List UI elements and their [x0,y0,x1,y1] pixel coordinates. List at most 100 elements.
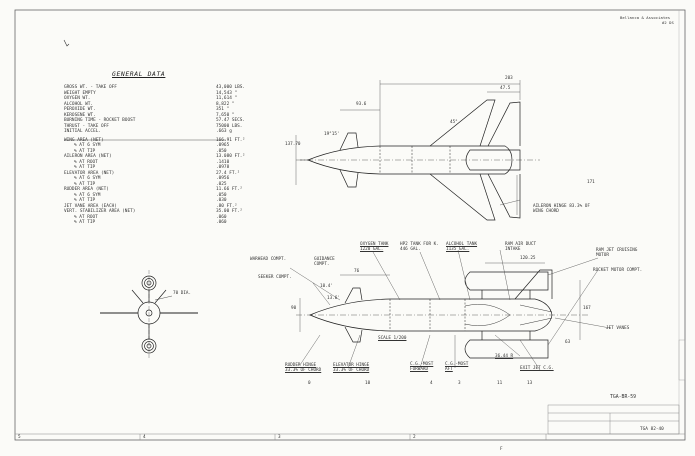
general-data-row: KEROSENE WT. 7,650 " [64,113,274,119]
general-data-label: PEROXIDE WT. [64,107,96,112]
general-data-row: WING AREA (NET)166.91 FT.² [64,138,274,144]
general-data-label: BURNING TIME - ROCKET BOOST [64,118,136,123]
sheet-border [14,9,686,441]
general-data-label: JET VANE AREA (EACH) [64,203,117,209]
general-data-row: ALCOHOL WT.8,822 " [64,102,274,108]
general-data-row: % AT ROOT .060 [64,215,274,221]
note-aileron-hinge: AILERON HINGE 83.3% OF WING CHORD [533,204,590,214]
dim-167: 167 [583,306,591,311]
general-data-value: 11,614 " [216,96,238,101]
general-data-value: .0956 [216,176,230,181]
general-data-row: % AT TIP.030 [64,198,274,204]
general-data-value: .0978 [216,165,230,170]
general-data-label: GROSS WT. - TAKE OFF [64,85,117,90]
general-data-label: AILERON AREA (NET) [64,154,112,159]
zone-number: 5 [18,435,21,440]
general-data-label: ALCOHOL WT. [64,101,94,107]
label-70-dia: 70 DIA. [173,291,192,296]
general-data-row: ELEVATOR AREA (NET) 27.4 FT.² [64,171,274,177]
general-data-row: % AT ROOT.1410 [64,160,274,166]
general-data-label: % AT TIP [74,181,96,187]
label-warhead: WARHEAD COMPT. [250,257,287,262]
front-view-missile [100,270,198,360]
label-ram-air-duct: RAM AIR DUCT INTAKE [505,242,537,252]
general-data-label: INITIAL ACCEL. [64,129,102,134]
general-data-label: KEROSENE WT. [64,112,96,118]
general-data-label: % AT TIP [74,220,96,225]
label-scale: SCALE 1/200 [378,336,407,341]
general-data-value: 13.080 FT.² [216,154,246,159]
station-mark: 11 [497,381,503,386]
general-data-row: % AT 6 SYM .0956 [64,176,274,182]
label-hp-tank: HP2 TANK FOR K. 446 GAL. [400,242,439,252]
general-data-value: 75000 LBS. [216,123,243,129]
general-data-row: % AT TIP .025 [64,182,274,188]
station-mark: 13 [527,381,533,386]
general-data-label: % AT TIP [74,165,96,170]
general-data-row: INITIAL ACCEL. .663 g [64,129,274,135]
dim-c: 171 [587,180,595,185]
label-jet-vanes: JET VANES [606,326,630,331]
station-mark: 0 [308,381,311,386]
general-data-value: 43,000 LBS. [216,85,246,90]
dim-b: 93.6 [356,102,367,107]
label-alcohol-tank: ALCOHOL TANK 1135 GAL. [446,242,478,252]
general-data-value: .0965 [216,143,230,148]
general-data-value: .060 [216,214,227,220]
general-data-value: 14,543 " [216,90,238,96]
general-data-row: WEIGHT EMPTY 14,543 " [64,91,274,97]
general-data-value: .060 [216,220,227,225]
general-data-label: VERT. STABILIZER AREA (NET) [64,209,136,214]
general-data-label: THRUST - TAKE OFF [64,123,109,129]
general-data-row: OXYGEN WT.11,614 " [64,96,274,102]
dim-76: 76 [354,269,360,274]
general-data-row: % AT TIP .0978 [64,165,274,171]
general-data-label: ELEVATOR AREA (NET) [64,170,115,176]
bottom-mark: F [500,447,503,452]
general-data-row: % AT TIP .050 [64,149,274,155]
general-data-value: 27.4 FT.² [216,170,240,176]
dim-36: 36.44 R [495,354,514,359]
label-ram-jet: RAM JET CRUISING MOTOR [596,248,638,258]
dim-angle: 19°15' [324,132,340,137]
dim-120: 120.25 [520,256,536,261]
general-data-value: .025 [216,181,227,187]
general-data-row: % AT TIP .060 [64,220,274,226]
general-data-label: % AT 6 SYM [74,143,101,148]
label-rocket-motor: ROCKET MOTOR COMPT. [593,268,643,273]
general-data-title: GENERAL DATA [112,70,166,78]
title-block [547,404,680,435]
zone-number: 4 [143,435,146,440]
station-mark: 3 [458,381,461,386]
drawing-number: TGA-BR-59 [610,395,636,400]
general-data-row: GROSS WT. - TAKE OFF 43,000 LBS. [64,85,274,91]
general-data-value: 35.00 FT.² [216,209,243,214]
general-data-label: % AT TIP [74,148,96,154]
label-cg-forward: C.G.-MOST FORWARD [410,362,434,372]
label-rudder-hinge: RUDDER HINGE 33.3% OF CHORD [285,363,322,373]
dim-top: 203 [505,76,513,81]
dim-a-side: 10.4' [320,284,333,289]
general-data-label: WEIGHT EMPTY [64,90,96,96]
general-data-label: RUDDER AREA (NET) [64,187,109,192]
general-data-label: % AT ROOT [74,214,98,220]
general-data-label: % AT TIP [74,198,96,203]
general-data-row: AILERON AREA (NET) 13.080 FT.² [64,154,274,160]
general-data-row: PEROXIDE WT.351 " [64,107,274,113]
dim-span: 137.70 [285,142,301,147]
general-data-label: WING AREA (NET) [64,137,104,143]
sheet-stamp-code: #2 DS [662,20,674,25]
side-view-missile [296,269,590,359]
general-data-label: % AT ROOT [74,159,98,165]
general-data-value: .050 [216,148,227,154]
general-data-value: 7,650 " [216,112,235,118]
general-data-label: % AT 6 SYM [74,176,101,181]
general-data-value: .663 g [216,129,232,134]
dim-90: 90 [291,306,297,311]
label-seeker: SEEKER COMPT. [258,275,292,280]
sheet-stamp: Bellanca & Associates [620,15,671,20]
general-data-row: % AT 6 SYM.050 [64,193,274,199]
general-data-value: 11.66 FT.² [216,187,243,192]
